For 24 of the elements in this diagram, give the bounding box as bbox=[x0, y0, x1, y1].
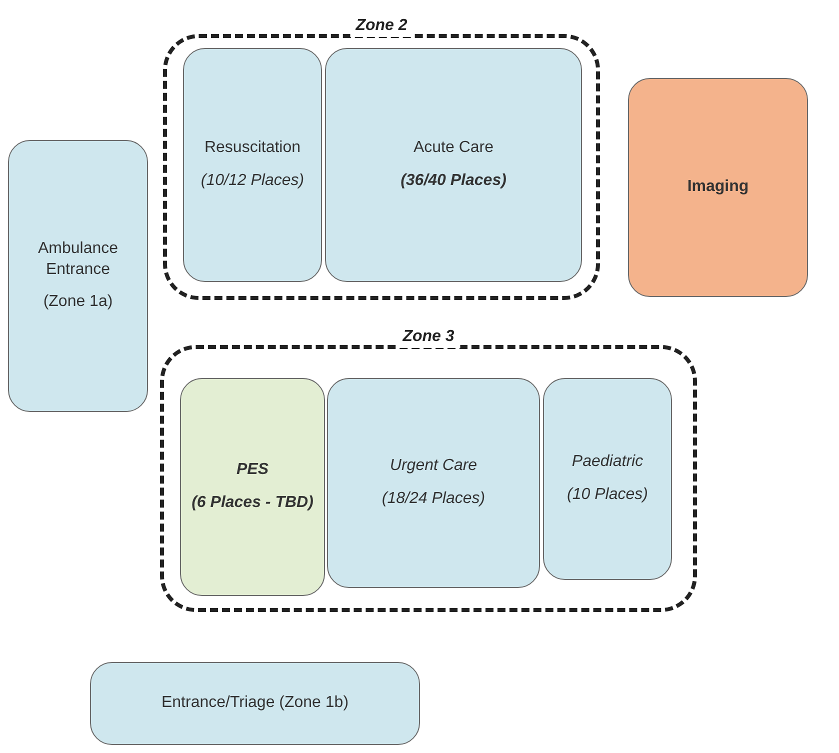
room-box bbox=[8, 140, 148, 412]
room-label: Urgent Care bbox=[390, 456, 478, 476]
room-label: (Zone 1a) bbox=[43, 292, 113, 312]
room-label: Paediatric bbox=[572, 452, 644, 472]
room-label: (10 Places) bbox=[567, 485, 648, 505]
room-label: PES bbox=[236, 460, 268, 480]
room-label: Ambulance Entrance bbox=[36, 238, 120, 280]
room-label: Imaging bbox=[687, 177, 749, 198]
room-box bbox=[543, 378, 672, 580]
room-box bbox=[180, 378, 325, 596]
room-box bbox=[90, 662, 420, 745]
room-box bbox=[628, 78, 808, 297]
room-box bbox=[327, 378, 540, 588]
room-label: (18/24 Places) bbox=[382, 489, 486, 509]
room-label: Acute Care bbox=[413, 138, 494, 158]
room-box bbox=[183, 48, 322, 282]
zone-label: Zone 3 bbox=[396, 327, 460, 348]
zone-label: Zone 2 bbox=[350, 16, 414, 37]
room-label: (6 Places - TBD) bbox=[192, 493, 314, 513]
room-label: Entrance/Triage (Zone 1b) bbox=[161, 693, 349, 714]
room-label: (10/12 Places) bbox=[200, 171, 304, 191]
room-box bbox=[325, 48, 582, 282]
room-label: (36/40 Places) bbox=[400, 171, 506, 191]
room-label: Resuscitation bbox=[204, 138, 301, 158]
